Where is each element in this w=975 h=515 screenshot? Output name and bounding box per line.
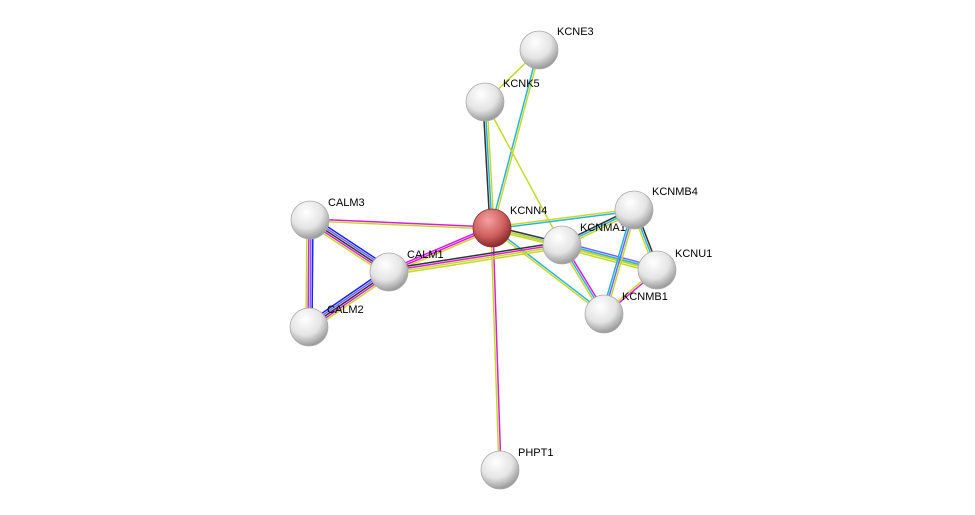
edge-line-textmining: [491, 208, 634, 228]
node-bubble[interactable]: [289, 307, 329, 347]
edge-line-database: [490, 49, 539, 228]
node-label: KCNMA1: [580, 222, 626, 234]
edge-line-experiments: [388, 243, 562, 272]
node-label: KCNMB1: [622, 291, 668, 303]
edge-line-database: [484, 101, 493, 229]
node-bubble[interactable]: [472, 208, 512, 248]
node-bubble[interactable]: [542, 225, 582, 265]
node-kcnmb4[interactable]: KCNMB4: [614, 186, 698, 230]
node-calm1[interactable]: CALM1: [369, 249, 444, 292]
edge-line-textmining: [490, 228, 500, 471]
edge-line-experiments: [310, 218, 493, 228]
node-kcnma1[interactable]: KCNMA1: [542, 222, 626, 265]
node-calm2[interactable]: CALM2: [289, 304, 364, 347]
edge-line-textmining: [490, 228, 604, 316]
node-bubble[interactable]: [465, 82, 505, 122]
node-kcnk5[interactable]: KCNK5: [465, 78, 540, 122]
edge-line-database: [492, 226, 606, 314]
edge-line-database: [492, 210, 635, 230]
node-kcnn4[interactable]: KCNN4: [472, 205, 547, 248]
node-label: PHPT1: [518, 447, 553, 459]
edge-kcnn4-calm3[interactable]: [309, 218, 493, 230]
node-bubble[interactable]: [614, 190, 654, 230]
edge-kcnn4-phpt1[interactable]: [490, 227, 502, 471]
node-kcne3[interactable]: KCNE3: [519, 26, 594, 70]
edge-line-textmining: [309, 220, 492, 230]
node-bubble[interactable]: [637, 250, 677, 290]
node-label: CALM2: [327, 304, 364, 316]
edge-line-coexpression: [482, 102, 491, 229]
node-bubble[interactable]: [369, 252, 409, 292]
node-label: KCNU1: [675, 248, 712, 260]
node-kcnmb1[interactable]: KCNMB1: [584, 291, 668, 334]
edge-line-textmining: [486, 101, 495, 228]
edge-line-experiments: [492, 227, 502, 470]
edge-kcnn4-kcnmb4[interactable]: [491, 208, 635, 230]
node-label: CALM1: [407, 249, 444, 261]
edge-line-coexpression: [388, 241, 562, 270]
node-label: CALM3: [328, 197, 365, 209]
node-label: KCNK5: [503, 78, 540, 90]
node-bubble[interactable]: [290, 200, 330, 240]
edge-kcnn4-kcnk5[interactable]: [482, 101, 495, 229]
node-bubble[interactable]: [584, 294, 624, 334]
edge-kcnn4-kcnmb1[interactable]: [490, 226, 606, 316]
node-bubble[interactable]: [519, 30, 559, 70]
edge-kcnn4-kcne3[interactable]: [490, 49, 541, 229]
edge-line-textmining: [492, 50, 541, 229]
node-calm3[interactable]: CALM3: [290, 197, 365, 240]
node-kcnu1[interactable]: KCNU1: [637, 248, 712, 290]
node-bubble[interactable]: [480, 450, 520, 490]
node-phpt1[interactable]: PHPT1: [480, 447, 553, 490]
node-label: KCNMB4: [652, 186, 698, 198]
edge-line-textmining: [389, 247, 563, 276]
edge-calm1-kcnma1[interactable]: [388, 241, 563, 276]
edge-line-textmining: [389, 245, 563, 274]
node-label: KCNN4: [510, 205, 547, 217]
node-label: KCNE3: [557, 26, 594, 38]
